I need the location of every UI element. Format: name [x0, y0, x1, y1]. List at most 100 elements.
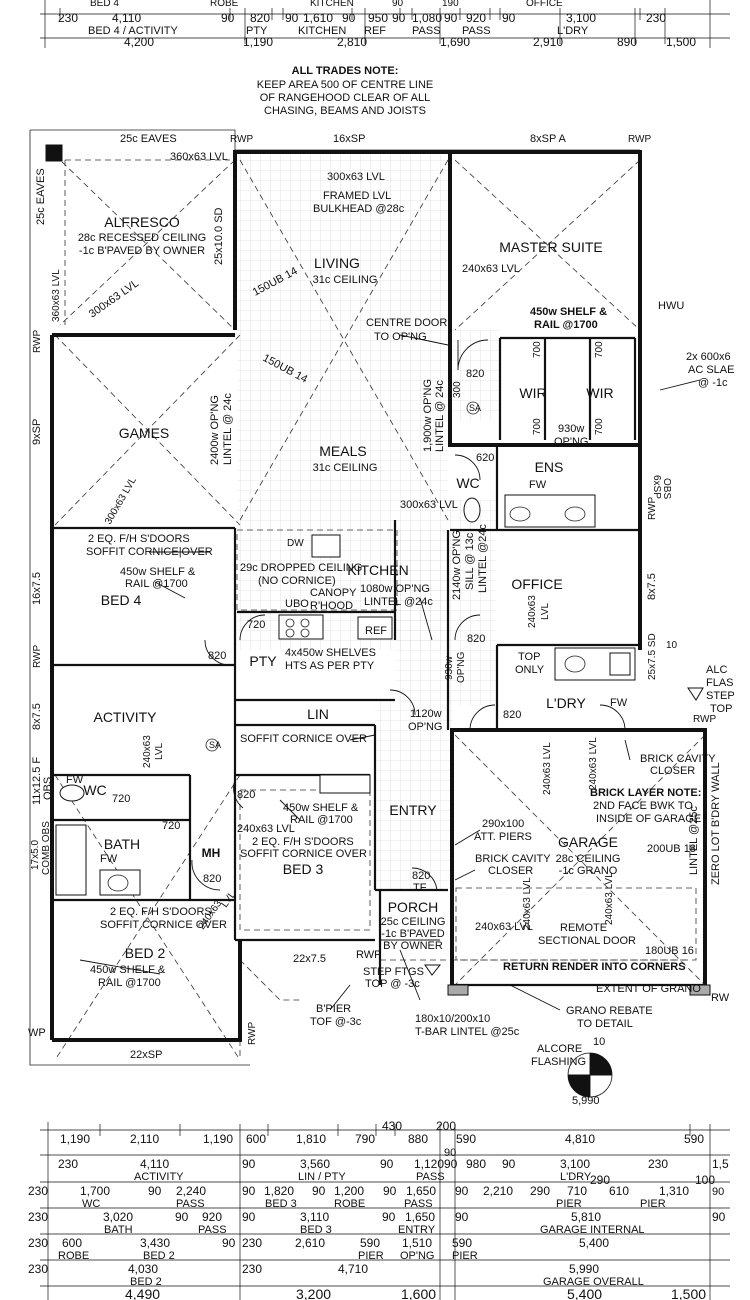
annotation: FLASHING: [531, 1056, 586, 1068]
annotation: 22xSP: [130, 1049, 162, 1061]
room-living: LIVING: [314, 255, 360, 271]
annotation: 240x63 LVL: [475, 921, 533, 933]
dim-value: 2,910: [533, 35, 563, 49]
annotation: LVL: [540, 603, 551, 620]
annotation: 25x10.0 SD: [213, 207, 225, 265]
dim-value: 600: [62, 1236, 82, 1250]
annotation: 820: [237, 789, 255, 801]
dim-label: ENTRY: [398, 1224, 436, 1236]
porch-floor: -1c B'PAVED: [381, 928, 444, 940]
annotation: 10: [666, 640, 678, 651]
annotation: HWU: [658, 300, 684, 312]
annotation: BRICK CAVITY: [475, 853, 551, 865]
annotation: 450w SHELF &: [120, 566, 196, 578]
dim-value: 1,500: [671, 1286, 706, 1300]
dim-value: 4,810: [565, 1132, 595, 1146]
dim-value: 1,200: [334, 1184, 364, 1198]
annotation: 720: [162, 820, 180, 832]
dim-value: 230: [242, 1262, 262, 1276]
dim-label: BED 4 / ACTIVITY: [88, 25, 179, 37]
dim-label: PASS: [412, 25, 441, 37]
annotation: CENTRE DOOR: [366, 317, 447, 329]
annotation: TF: [413, 882, 427, 894]
dim-value: 90: [242, 1157, 256, 1171]
room-meals: MEALS: [319, 443, 366, 459]
dim-value: 3,020: [103, 1210, 133, 1224]
annotation: RAIL @1700: [98, 977, 161, 989]
annotation: TOP: [710, 703, 732, 715]
annotation: OBS: [42, 777, 54, 800]
dim-value: 230: [28, 1262, 48, 1276]
annotation: 240x63: [527, 595, 538, 628]
dim-label: GARAGE INTERNAL: [540, 1224, 645, 1236]
annotation: 300x63 LVL: [327, 171, 385, 183]
annotation: ALCORE: [537, 1043, 582, 1055]
annotation: 8xSP A: [530, 133, 567, 145]
dim-value: 230: [58, 11, 78, 25]
room-bed-2: BED 2: [125, 945, 166, 961]
dim-value: 1,310: [659, 1184, 689, 1198]
dim-value: 4,030: [128, 1262, 158, 1276]
dim-value: 1,190: [60, 1132, 90, 1146]
annotation: 25c EAVES: [120, 133, 177, 145]
annotation: CLOSER: [488, 865, 533, 877]
annotation: LINTEL @ 24c: [222, 393, 234, 465]
dim-value: 90: [242, 1184, 256, 1198]
dim-value: 430: [382, 1119, 402, 1133]
annotation: UBO: [285, 598, 309, 610]
dim-value: 610: [609, 1184, 629, 1198]
annotation: 820: [467, 633, 485, 645]
annotation: REMOTE: [560, 922, 607, 934]
annotation: T-BAR LINTEL @25c: [415, 1026, 520, 1038]
partial-label: ROBE: [210, 0, 239, 9]
annotation: SA: [209, 740, 221, 750]
porch-ceiling: 25c CEILING: [381, 916, 446, 928]
annotation: 300: [452, 381, 463, 398]
annotation: RAIL @1700: [290, 814, 353, 826]
floor-tiles: [237, 155, 500, 890]
annotation: SECTIONAL DOOR: [538, 935, 636, 947]
room-activity: ACTIVITY: [93, 709, 157, 725]
annotation: BRICK LAYER NOTE:: [590, 787, 701, 799]
annotation: 240x63 LVL: [522, 877, 533, 930]
partial-label: KITCHEN: [310, 0, 354, 9]
annotation: 9xSP: [31, 419, 43, 445]
dim-value: 230: [28, 1210, 48, 1224]
annotation: 820: [503, 709, 521, 721]
annotation: 16x7.5: [31, 572, 43, 605]
annotation: TOP: [518, 651, 540, 663]
dim-value: 90: [444, 11, 458, 25]
alfresco-floor: -1c B'PAVED BY OWNER: [79, 245, 205, 257]
dim-value: 5,400: [579, 1236, 609, 1250]
dim-value: 90: [285, 11, 299, 25]
dim-value: 90: [175, 1210, 189, 1224]
annotation: 2140w OP'NG: [451, 530, 463, 600]
garage-ceiling: 28c CEILING: [556, 853, 621, 865]
porch-note: BY OWNER: [383, 940, 443, 952]
room-wc: WC: [456, 475, 479, 491]
room-games: GAMES: [119, 425, 170, 441]
annotation: RWP: [628, 134, 651, 145]
annotation: 700: [594, 341, 605, 358]
dim-value: 90: [380, 1157, 394, 1171]
annotation: 300x63 LVL: [103, 475, 139, 526]
room-kitchen: KITCHEN: [347, 562, 408, 578]
annotation: @ -1c: [698, 377, 728, 389]
annotation: 820: [412, 870, 430, 882]
dim-label: PIER: [358, 1250, 384, 1262]
dim-label: BATH: [104, 1224, 133, 1236]
dim-value: 2,210: [483, 1184, 513, 1198]
dim-value: 2,610: [295, 1236, 325, 1250]
annotation: RWP: [230, 134, 253, 145]
living-ceiling: 31c CEILING: [313, 274, 378, 286]
annotation: FW: [100, 853, 118, 865]
dim-label: KITCHEN: [298, 25, 346, 37]
dim-label: REF: [364, 25, 386, 37]
room-alfresco: ALFRESCO: [104, 214, 180, 230]
dim-value: 790: [355, 1132, 375, 1146]
dim-value: 230: [58, 1157, 78, 1171]
annotation: EXTENT OF GRANO: [596, 983, 701, 995]
annotation: 700: [532, 418, 543, 435]
room-wir-1: WIR: [519, 385, 546, 401]
dim-value: 90: [392, 11, 406, 25]
